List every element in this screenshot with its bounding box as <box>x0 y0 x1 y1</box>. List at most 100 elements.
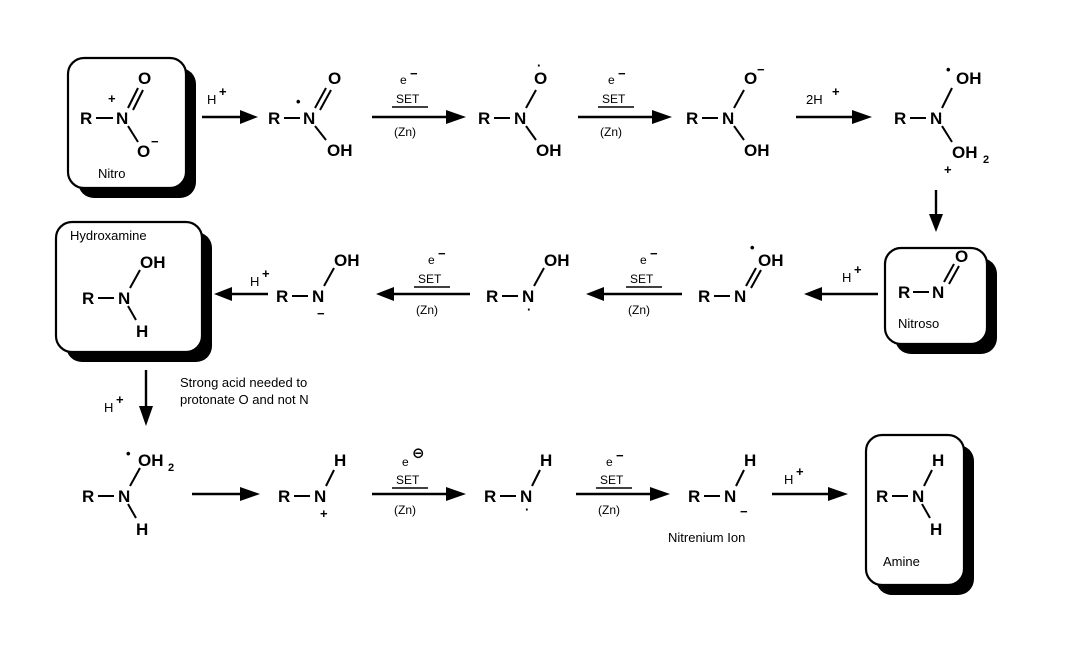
svg-text:O: O <box>955 247 968 266</box>
svg-text:·: · <box>527 302 531 317</box>
svg-text:2: 2 <box>168 462 174 474</box>
arrow-4: 2H + <box>796 84 872 124</box>
radical-structure-2: R N · OH <box>486 251 570 317</box>
hydroxamine-label: Hydroxamine <box>70 228 147 243</box>
svg-text:R: R <box>876 487 888 506</box>
amine-label: Amine <box>883 554 920 569</box>
svg-text:O: O <box>328 69 341 88</box>
svg-text:SET: SET <box>602 92 626 106</box>
svg-text:N: N <box>116 109 128 128</box>
svg-text:N: N <box>932 283 944 302</box>
svg-text:•: • <box>750 240 755 255</box>
svg-text:e: e <box>400 73 407 87</box>
svg-text:H: H <box>932 451 944 470</box>
nitrenium-ion-label: Nitrenium Ion <box>668 530 745 545</box>
svg-text:e: e <box>402 455 409 469</box>
nitro-structure: R N + O O − <box>80 69 159 161</box>
svg-text:N: N <box>912 487 924 506</box>
svg-text:OH: OH <box>327 141 353 160</box>
svg-text:H: H <box>744 451 756 470</box>
svg-text:R: R <box>82 289 94 308</box>
arrow-3: e − SET (Zn) <box>578 66 672 139</box>
svg-text:−: − <box>757 62 765 77</box>
svg-text:•: • <box>946 62 951 77</box>
svg-text:R: R <box>478 109 490 128</box>
amine-structure: R N H H <box>876 451 944 539</box>
svg-text:+: + <box>262 266 270 281</box>
svg-text:R: R <box>486 287 498 306</box>
arrow-1: H + <box>202 84 258 124</box>
svg-text:SET: SET <box>396 473 420 487</box>
svg-text:e: e <box>606 455 613 469</box>
svg-text:R: R <box>276 287 288 306</box>
nitrenium-anion-structure: R N − H Nitrenium Ion <box>668 451 756 545</box>
protonated-hydroxylamine-structure: R N • OH 2 H <box>82 446 174 539</box>
svg-text:+: + <box>832 84 840 99</box>
nitroso-box: Nitroso <box>883 246 997 354</box>
svg-text:OH: OH <box>544 251 570 270</box>
svg-text:O: O <box>138 69 151 88</box>
svg-text:H: H <box>540 451 552 470</box>
svg-text:N: N <box>118 289 130 308</box>
svg-text:−: − <box>151 134 159 149</box>
svg-text:N: N <box>930 109 942 128</box>
svg-text:•: • <box>296 94 301 109</box>
svg-text:R: R <box>268 109 280 128</box>
svg-text:N: N <box>514 109 526 128</box>
arrow-11: e − SET (Zn) <box>576 448 670 517</box>
svg-text:N: N <box>118 487 130 506</box>
arrow-8: H + <box>214 266 270 301</box>
svg-text:H: H <box>104 400 113 415</box>
strong-acid-note-line1: Strong acid needed to <box>180 375 307 390</box>
svg-text:−: − <box>317 306 325 321</box>
svg-text:O: O <box>534 69 547 88</box>
svg-text:R: R <box>80 109 92 128</box>
protonated-nitroso-structure: R N • OH <box>698 240 784 306</box>
svg-text:+: + <box>108 91 116 106</box>
hydroxamine-box: Hydroxamine <box>54 220 212 362</box>
svg-text:R: R <box>688 487 700 506</box>
svg-text:OH: OH <box>140 253 166 272</box>
strong-acid-note-line2: protonate O and not N <box>180 392 309 407</box>
svg-text:⊖: ⊖ <box>412 445 425 462</box>
svg-text:N: N <box>734 287 746 306</box>
protonated-nitro-structure: R N • O OH <box>268 69 353 160</box>
svg-text:OH: OH <box>138 451 164 470</box>
svg-text:N: N <box>312 287 324 306</box>
svg-text:SET: SET <box>418 272 442 286</box>
arrow-7: e − SET (Zn) <box>376 246 470 317</box>
arrow-5: H + <box>804 262 878 301</box>
svg-text:SET: SET <box>396 92 420 106</box>
amine-box: Amine <box>864 433 974 595</box>
arrow-9 <box>192 487 260 501</box>
svg-text:2H: 2H <box>806 92 823 107</box>
svg-text:(Zn): (Zn) <box>600 125 622 139</box>
svg-text:+: + <box>944 162 952 177</box>
svg-text:O: O <box>137 142 150 161</box>
svg-text:N: N <box>314 487 326 506</box>
svg-text:H: H <box>136 322 148 341</box>
radical-structure-3: R N · H <box>484 451 552 517</box>
svg-text:e: e <box>428 253 435 267</box>
svg-text:N: N <box>303 109 315 128</box>
nitro-box: Nitro <box>66 56 196 198</box>
svg-text:N: N <box>522 287 534 306</box>
svg-text:OH: OH <box>952 143 978 162</box>
svg-text:+: + <box>854 262 862 277</box>
hydroxamine-structure: R N OH H <box>82 253 166 341</box>
radical-structure-1: R N O · OH <box>478 58 562 160</box>
svg-text:·: · <box>525 502 529 517</box>
arrow-10: e ⊖ SET (Zn) <box>372 445 466 517</box>
svg-text:R: R <box>82 487 94 506</box>
arrow-down-from-hydroxamine: H + Strong acid needed to protonate O an… <box>104 370 309 426</box>
svg-text:−: − <box>438 246 446 261</box>
svg-text:2: 2 <box>983 154 989 166</box>
svg-text:+: + <box>320 506 328 521</box>
svg-text:OH: OH <box>758 251 784 270</box>
arrow-2: e − SET (Zn) <box>372 66 466 139</box>
anion-structure-2: R N − OH <box>276 251 360 321</box>
nitroso-label: Nitroso <box>898 316 939 331</box>
svg-text:R: R <box>278 487 290 506</box>
svg-text:N: N <box>724 487 736 506</box>
